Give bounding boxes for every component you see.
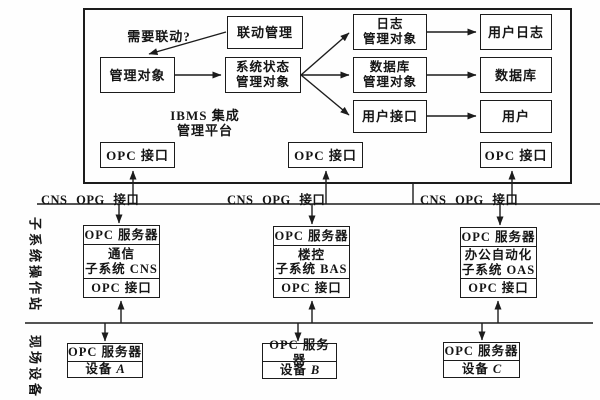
- subsystem-oas-opc-server: OPC 服务器: [461, 229, 536, 244]
- cns-opg-interface-label-1: CNS OPG 接口: [41, 193, 140, 207]
- node-linkage-management: 联动管理: [227, 16, 303, 49]
- subsystem-cns-opc-server: OPC 服务器: [84, 227, 159, 242]
- platform-opc-interface-1: OPC 接口: [100, 142, 175, 168]
- device-a-letter: A: [116, 362, 125, 376]
- subsystem-bas-opc-interface: OPC 接口: [274, 278, 349, 297]
- device-b-letter: B: [310, 362, 320, 377]
- node-user: 用户: [480, 100, 552, 133]
- node-log-managed-object: 日志 管理对象: [353, 14, 427, 50]
- cns-opg-interface-label-3: CNS OPG 接口: [420, 193, 519, 207]
- subsystem-oas-box: OPC 服务器 办公自动化 子系统 OAS OPC 接口: [460, 227, 537, 298]
- field-device-a-opc-server: OPC 服务器: [68, 345, 143, 359]
- subsystem-oas-opc-interface: OPC 接口: [461, 278, 536, 297]
- cns-opg-interface-label-2: CNS OPG 接口: [227, 193, 326, 207]
- subsystem-oas-name: 办公自动化 子系统 OAS: [461, 246, 536, 277]
- device-a-text: 设备: [85, 362, 113, 376]
- field-device-b-opc-server: OPC 服务器: [269, 338, 330, 367]
- subsystem-bas-name: 楼控 子系统 BAS: [274, 245, 349, 278]
- platform-opc-interface-2: OPC 接口: [288, 142, 363, 168]
- node-managed-object: 管理对象: [100, 57, 175, 93]
- field-device-c-opc-server: OPC 服务器: [444, 344, 519, 359]
- subsystem-cns-name: 通信 子系统 CNS: [84, 244, 159, 278]
- linkage-question-label: 需要联动?: [127, 29, 191, 44]
- device-b-text: 设备: [279, 362, 307, 377]
- node-user-interface: 用户接口: [353, 100, 427, 133]
- subsystem-bas-opc-server: OPC 服务器: [274, 228, 349, 243]
- subsystem-cns-box: OPC 服务器 通信 子系统 CNS OPC 接口: [83, 225, 160, 298]
- platform-opc-interface-3: OPC 接口: [480, 142, 552, 168]
- node-user-log: 用户日志: [480, 14, 552, 50]
- subsystem-bas-box: OPC 服务器 楼控 子系统 BAS OPC 接口: [273, 226, 350, 298]
- device-c-text: 设备: [461, 361, 489, 376]
- subsystem-cns-opc-interface: OPC 接口: [84, 278, 159, 297]
- node-database-managed-object: 数据库 管理对象: [353, 57, 427, 93]
- ibms-platform-frame: [83, 8, 572, 184]
- node-database: 数据库: [480, 57, 552, 93]
- field-device-side-label: 现场设备: [27, 334, 43, 400]
- device-c-letter: C: [492, 361, 502, 376]
- subsystem-operation-station-side-label: 子系统操作站: [27, 216, 43, 314]
- node-system-state-managed-object: 系统状态 管理对象: [225, 57, 301, 93]
- platform-title: IBMS 集成 管理平台: [170, 108, 240, 138]
